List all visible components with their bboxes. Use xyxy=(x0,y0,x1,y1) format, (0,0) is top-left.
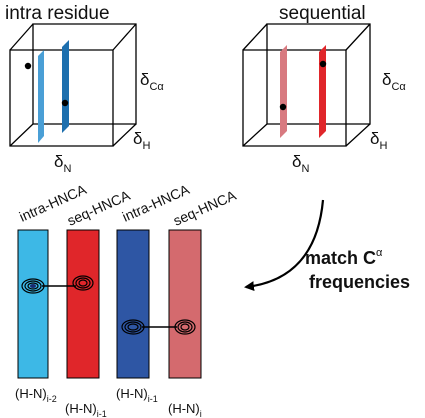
intra-axis-n-label: δN xyxy=(54,152,71,175)
strip-1 xyxy=(17,229,49,379)
intra-axis-ca-label: δCα xyxy=(140,70,164,93)
sequential-peak-1 xyxy=(279,103,287,111)
annotation-line-1: match Cα xyxy=(305,247,383,268)
intra-cube xyxy=(9,23,137,147)
intra-axis-h-label: δH xyxy=(133,129,150,152)
intra-residue-panel: intra residue δCα δH δN xyxy=(5,3,164,175)
sequential-plane-1 xyxy=(280,45,287,138)
strip-3-peak xyxy=(121,319,145,335)
intra-peak-1 xyxy=(24,62,32,70)
strip-4 xyxy=(168,229,202,379)
sequential-axis-h-label: δH xyxy=(370,129,387,152)
intra-plane-1 xyxy=(38,50,44,143)
intra-panel-title: intra residue xyxy=(5,3,110,24)
sequential-peak-2 xyxy=(319,60,327,68)
sequential-axis-ca-label: δCα xyxy=(382,70,406,93)
sequential-axis-n-label: δN xyxy=(292,152,309,175)
strip-1-residue-label: (H-N)i-2 xyxy=(15,386,57,404)
intra-plane-2 xyxy=(62,40,69,133)
intra-peak-2 xyxy=(61,99,69,107)
strip-3 xyxy=(116,229,150,379)
strip-panel: intra-HNCA seq-HNCA intra-HNCA seq-HNCA xyxy=(15,181,239,418)
annotation-line-2: frequencies xyxy=(309,272,410,292)
strip-2-peak xyxy=(72,275,94,291)
strip-2 xyxy=(66,229,100,379)
sequential-plane-2 xyxy=(319,45,326,138)
strip-3-residue-label: (H-N)i-1 xyxy=(116,386,158,404)
strip-1-peak xyxy=(21,278,45,294)
sequential-cube xyxy=(242,23,371,147)
match-arrow xyxy=(244,199,325,292)
sequential-panel: sequential δCα δH δN xyxy=(242,3,406,175)
strip-4-peak xyxy=(174,319,196,335)
strip-2-residue-label: (H-N)i-1 xyxy=(65,401,107,418)
strip-4-residue-label: (H-N)i xyxy=(168,401,202,418)
sequential-panel-title: sequential xyxy=(279,3,366,24)
